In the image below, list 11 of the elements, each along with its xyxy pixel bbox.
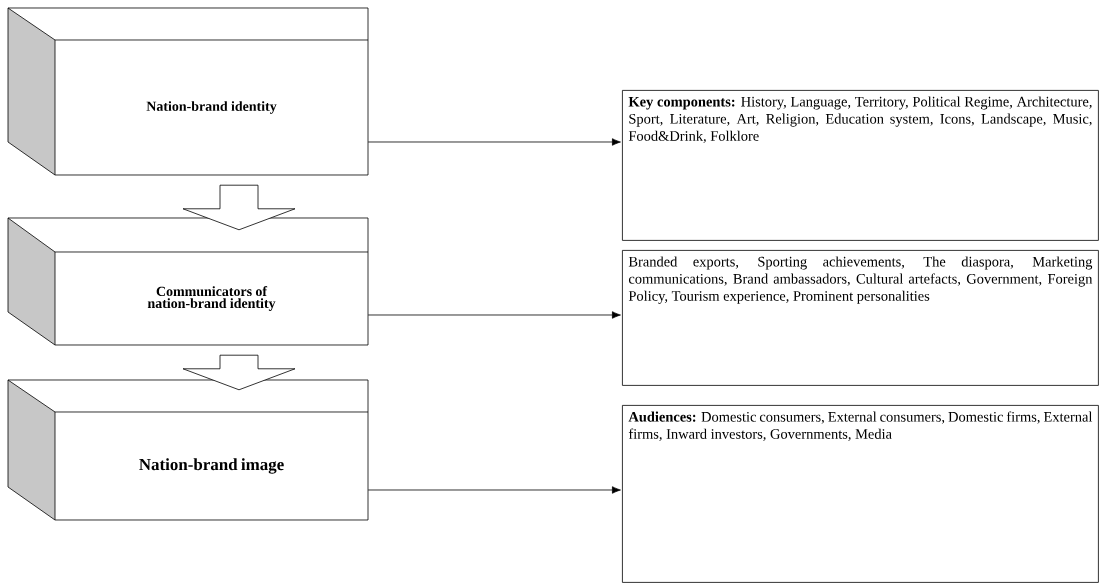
text-box: Key components: History, Language, Territory, Political Regime, Architecture, Sport, Literature, Art, Religion, Education system, Icons, Landscape, Music, Food&Drink, Folklore xyxy=(622,90,1099,241)
arrow xyxy=(367,311,621,319)
text-box: Audiences: Domestic consumers, External consumers, Domestic firms, External firms, Inward investors, Governments, Media xyxy=(622,405,1099,583)
arrow xyxy=(367,138,621,146)
block-arrow xyxy=(182,354,296,391)
bevel-box: Nation-brand image xyxy=(7,379,369,521)
block-arrow xyxy=(182,184,296,231)
bevel-box: Communicators of nation-brand identity xyxy=(7,217,369,346)
text-box: Branded exports, Sporting achievements, The diaspora, Marketing communications, Brand ambassadors, Cultural artefacts, Government, Foreign Policy, Tourism experience, Prominent personalities xyxy=(622,250,1099,386)
arrow xyxy=(367,486,621,494)
bevel-box: Nation-brand identity xyxy=(7,7,369,176)
